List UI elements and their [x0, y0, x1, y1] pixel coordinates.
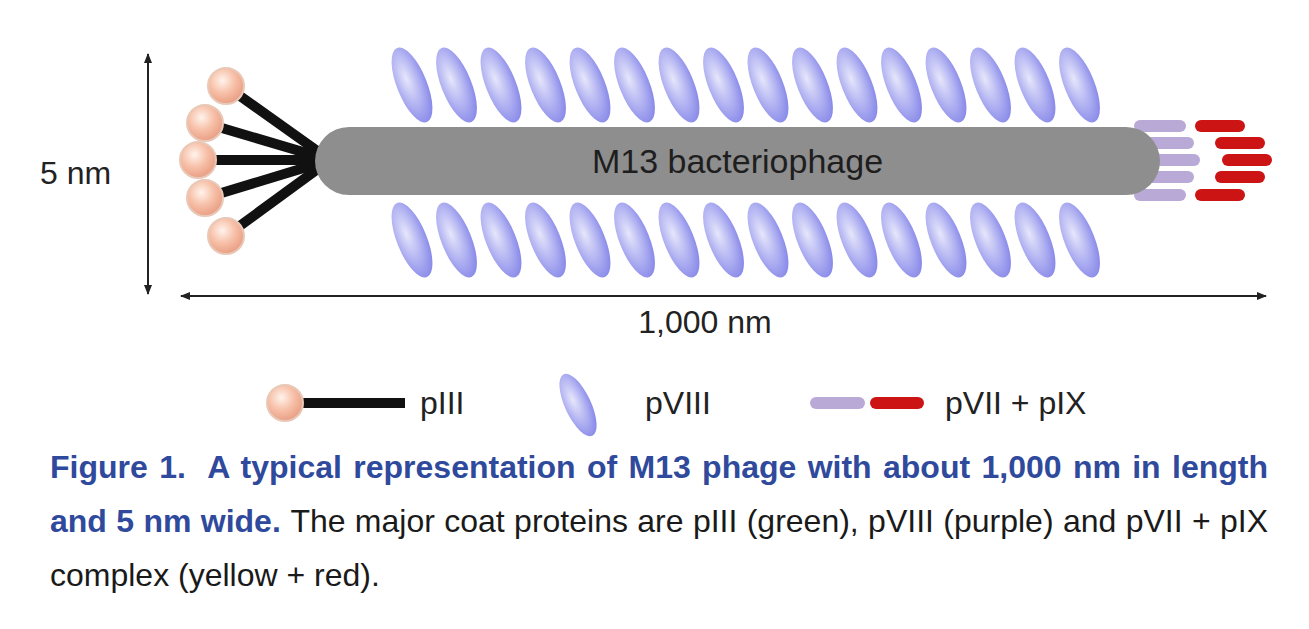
- dimension-label: 5 nm: [40, 155, 111, 192]
- pviii-protein: [428, 42, 486, 127]
- pviii-protein: [1006, 197, 1064, 282]
- pviii-protein: [650, 197, 708, 282]
- pviii-protein: [606, 42, 664, 127]
- legend-label: pIII: [420, 385, 464, 422]
- pviii-protein: [739, 42, 797, 127]
- dimension-arrow: [181, 295, 1264, 297]
- pviii-protein: [962, 42, 1020, 127]
- pviii-protein: [1051, 42, 1109, 127]
- pviii-protein: [695, 42, 753, 127]
- legend-pvii-pix-sample: [810, 397, 924, 409]
- pix-protein: [1215, 137, 1265, 149]
- piii-proteins: [180, 68, 330, 254]
- dimension-arrow: [147, 56, 149, 294]
- pviii-protein: [828, 197, 886, 282]
- piii-stalk: [226, 160, 330, 236]
- pviii-protein: [650, 42, 708, 127]
- phage-capsid: M13 bacteriophage: [315, 127, 1160, 195]
- caption-block: Figure 1. A typical representation of M1…: [50, 440, 1268, 602]
- pix-protein: [1195, 120, 1245, 132]
- pix-protein: [1222, 154, 1272, 166]
- pviii-protein: [917, 42, 975, 127]
- pviii-protein: [606, 197, 664, 282]
- pviii-protein: [472, 42, 530, 127]
- pviii-protein: [517, 42, 575, 127]
- pviii-protein: [873, 197, 931, 282]
- pviii-protein: [873, 42, 931, 127]
- legend-piii-sample: [267, 385, 405, 421]
- pviii-protein: [739, 197, 797, 282]
- pviii-protein: [472, 197, 530, 282]
- piii-stalk: [205, 123, 330, 160]
- piii-head: [208, 68, 244, 104]
- pviii-protein: [383, 197, 441, 282]
- pviii-protein: [917, 197, 975, 282]
- legend-label: pVIII: [645, 385, 711, 422]
- pviii-protein: [962, 197, 1020, 282]
- pviii-protein: [1051, 197, 1109, 282]
- piii-head: [208, 218, 244, 254]
- pviii-protein: [784, 197, 842, 282]
- pix-protein: [1195, 189, 1245, 201]
- pviii-protein: [383, 42, 441, 127]
- pviii-protein: [784, 42, 842, 127]
- piii-head: [187, 105, 223, 141]
- legend-pviii-sample: [552, 369, 604, 442]
- pviii-protein: [561, 197, 619, 282]
- dimension-label: 1,000 nm: [634, 304, 775, 341]
- piii-head: [180, 142, 216, 178]
- legend-label: pVII + pIX: [945, 385, 1086, 422]
- node-label: M13 bacteriophage: [592, 142, 883, 181]
- pviii-protein: [1006, 42, 1064, 127]
- pix-protein: [1215, 171, 1265, 183]
- pviii-protein: [828, 42, 886, 127]
- piii-head: [187, 180, 223, 216]
- pviii-protein: [695, 197, 753, 282]
- pviii-protein: [428, 197, 486, 282]
- pviii-protein: [517, 197, 575, 282]
- pviii-protein: [561, 42, 619, 127]
